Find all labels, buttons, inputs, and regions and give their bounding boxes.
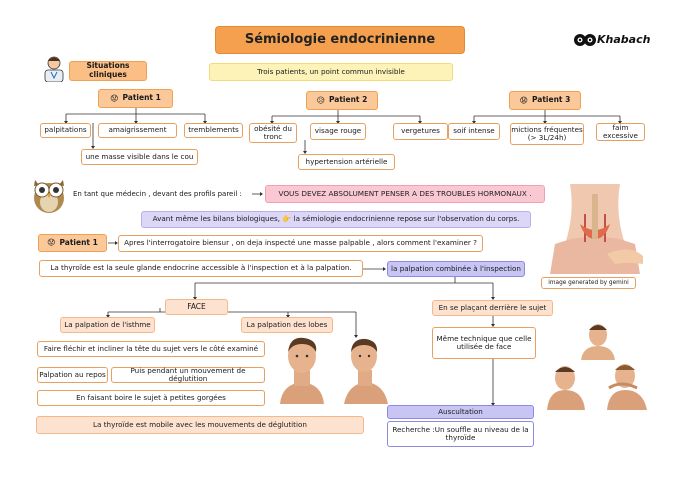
behind-header: En se plaçant derrière le sujet (432, 300, 553, 316)
patient1-header: 😟 Patient 1 (98, 89, 173, 108)
neck-anatomy-image (545, 184, 645, 274)
patient2-header: 😥 Patient 2 (306, 91, 378, 110)
step-flechir: Faire fléchir et incliner la tête du suj… (37, 341, 265, 357)
sign-masse-cou: une masse visible dans le cou (81, 149, 198, 165)
page-title: Sémiologie endocrinienne (215, 26, 465, 54)
sign-palpitations: palpitations (40, 123, 91, 138)
khabach-logo: Khabach (573, 31, 653, 49)
patient1-question-face-icon: 😟 (47, 238, 56, 248)
auscultation-text: Recherche :Un souffle au niveau de la th… (387, 421, 534, 447)
sign-amaigrissement: amaigrissement (98, 123, 177, 138)
owl-doctor-icon (30, 174, 68, 214)
palpation-lobes: La palpation des lobes (241, 317, 333, 333)
subtitle-box: Trois patients, un point commun invisibl… (209, 63, 453, 81)
behind-exam-image (543, 320, 653, 410)
patient3-face-icon: 😧 (519, 95, 528, 105)
patient-face-image-1 (272, 334, 332, 404)
sign-tremblements: tremblements (184, 123, 243, 138)
patient3-header: 😧 Patient 3 (509, 91, 581, 110)
patient1-question-header: 😟 Patient 1 (38, 234, 107, 252)
sign-obesite-tronc: obésité du tronc (249, 123, 297, 143)
thyroid-fact: La thyroïde est la seule glande endocrin… (39, 260, 363, 277)
face-header: FACE (165, 299, 228, 315)
sign-visage-rouge: visage rouge (310, 123, 366, 140)
sign-soif-intense: soif intense (448, 123, 500, 140)
patient-face-image-2 (340, 336, 390, 404)
step-repos: Palpation au repos (37, 367, 108, 383)
sign-vergetures: vergetures (393, 123, 448, 140)
situations-cliniques-box: Situations cliniques (69, 61, 147, 81)
sign-mictions: mictions fréquentes (> 3L/24h) (510, 123, 584, 145)
semiology-note: Avant même les bilans biologiques, 👉 la … (141, 211, 531, 228)
patient1-question-text: Apres l'interrogatoire biensur , on deja… (118, 235, 483, 252)
palpation-combined: la palpation combinée à l'inspection (387, 261, 525, 277)
sign-faim-excessive: faim excessive (596, 123, 645, 141)
behind-text: Même technique que celle utilisée de fac… (432, 327, 536, 359)
patient1-face-icon: 😟 (110, 93, 119, 103)
owl-logo-icon (574, 34, 596, 46)
doctor-icon (42, 54, 66, 83)
thyroid-mobility: La thyroïde est mobile avec les mouvemen… (36, 416, 364, 434)
step-boire: En faisant boire le sujet à petites gorg… (37, 390, 265, 406)
sign-hypertension: hypertension artérielle (298, 154, 395, 170)
brand-name: Khabach (597, 33, 651, 46)
doctor-statement: En tant que médecin , devant des profils… (73, 190, 242, 198)
auscultation-header: Auscultation (387, 405, 534, 419)
step-deglutition: Puis pendant un mouvement de déglutition (111, 366, 265, 383)
patient2-face-icon: 😥 (316, 95, 325, 105)
palpation-isthme: La palpation de l'isthme (60, 317, 155, 333)
alert-box: VOUS DEVEZ ABSOLUMENT PENSER A DES TROUB… (265, 185, 545, 203)
image-caption: image generated by gemini (541, 277, 636, 289)
